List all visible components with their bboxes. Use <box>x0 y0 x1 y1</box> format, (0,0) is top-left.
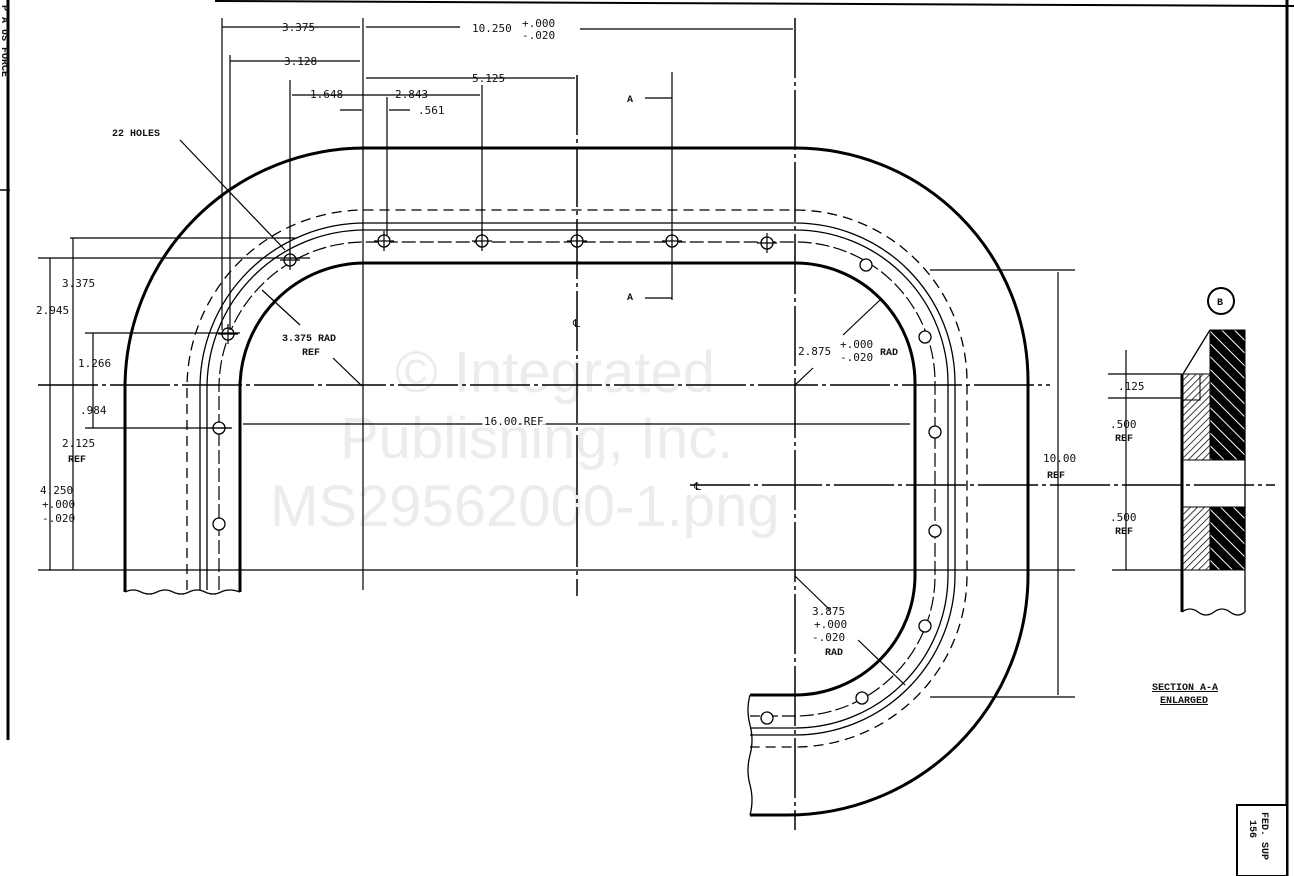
hole <box>918 330 932 344</box>
svg-text:3.128: 3.128 <box>284 55 317 68</box>
hole <box>855 691 869 705</box>
svg-text:A: A <box>627 293 633 304</box>
svg-text:22 HOLES: 22 HOLES <box>112 129 160 140</box>
svg-text:+.000: +.000 <box>840 338 873 351</box>
svg-text:.500: .500 <box>1110 511 1137 524</box>
svg-text:MS29562000-1.png: MS29562000-1.png <box>270 474 780 539</box>
hole <box>859 258 873 272</box>
svg-text:REF: REF <box>1047 471 1065 482</box>
svg-text:2.875: 2.875 <box>798 345 831 358</box>
svg-text:℄: ℄ <box>572 317 580 330</box>
hole <box>928 425 942 439</box>
svg-text:RAD: RAD <box>880 348 898 359</box>
svg-text:Publishing, Inc.: Publishing, Inc. <box>340 406 733 471</box>
svg-text:.984: .984 <box>80 404 107 417</box>
svg-text:2.945: 2.945 <box>36 304 69 317</box>
svg-text:© Integrated: © Integrated <box>395 340 715 405</box>
hole <box>212 517 226 531</box>
dimension-lines <box>49 26 1059 695</box>
gasket-outline <box>123 146 1030 817</box>
svg-text:1.266: 1.266 <box>78 357 111 370</box>
svg-text:+.000: +.000 <box>522 17 555 30</box>
svg-text:5.125: 5.125 <box>472 72 505 85</box>
dimension-labels: 3.375 10.250 +.000 -.020 3.128 5.125 1.6… <box>36 17 1076 659</box>
svg-text:4.250: 4.250 <box>40 484 73 497</box>
svg-text:3.375: 3.375 <box>62 277 95 290</box>
hole <box>374 231 394 251</box>
svg-text:3.375 RAD: 3.375 RAD <box>282 334 336 345</box>
svg-text:REF: REF <box>302 348 320 359</box>
svg-text:2.125: 2.125 <box>62 437 95 450</box>
svg-text:A: A <box>627 95 633 106</box>
svg-text:RAD: RAD <box>825 648 843 659</box>
hole <box>757 233 777 253</box>
title-block-text: FED. SUP <box>1258 812 1269 860</box>
svg-text:2.843: 2.843 <box>395 88 428 101</box>
svg-text:+.000: +.000 <box>814 618 847 631</box>
svg-text:-.020: -.020 <box>840 351 873 364</box>
detail-callout-b <box>1207 287 1235 315</box>
section-a-a-view: B .125 .500 REF .500 REF SECTION A-A ENL… <box>1108 287 1246 707</box>
svg-text:1.648: 1.648 <box>310 88 343 101</box>
svg-text:SECTION A-A: SECTION A-A <box>1152 683 1218 694</box>
left-margin-text: P A US FORCE <box>0 5 9 77</box>
svg-text:B: B <box>1217 298 1223 309</box>
hole <box>760 711 774 725</box>
svg-text:10.250: 10.250 <box>472 22 512 35</box>
watermark: © Integrated Publishing, Inc. MS29562000… <box>270 340 780 539</box>
svg-text:16.00 REF: 16.00 REF <box>484 415 544 428</box>
svg-text:.500: .500 <box>1110 418 1137 431</box>
svg-text:3.375: 3.375 <box>282 21 315 34</box>
svg-text:3.875: 3.875 <box>812 605 845 618</box>
svg-text:℄: ℄ <box>693 480 701 493</box>
svg-text:REF: REF <box>1115 434 1133 445</box>
svg-text:.561: .561 <box>418 104 445 117</box>
title-block-text-2: 156 <box>1246 820 1257 838</box>
svg-text:-.020: -.020 <box>522 29 555 42</box>
svg-text:REF: REF <box>68 455 86 466</box>
svg-text:+.000: +.000 <box>42 498 75 511</box>
svg-text:10.00: 10.00 <box>1043 452 1076 465</box>
hole <box>918 619 932 633</box>
svg-text:ENLARGED: ENLARGED <box>1160 696 1208 707</box>
hole <box>928 524 942 538</box>
svg-text:.125: .125 <box>1118 380 1145 393</box>
svg-text:-.020: -.020 <box>42 512 75 525</box>
hole <box>218 324 238 344</box>
svg-text:-.020: -.020 <box>812 631 845 644</box>
svg-text:REF: REF <box>1115 527 1133 538</box>
